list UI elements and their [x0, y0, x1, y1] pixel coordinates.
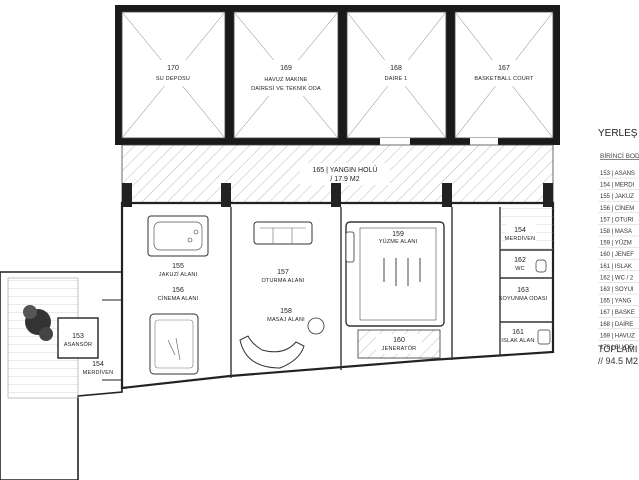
room-167: 167 BASKETBALL COURT — [454, 11, 554, 139]
room-161-name: ISLAK ALAN — [501, 338, 534, 344]
jacuzzi-icon — [147, 215, 209, 257]
legend-total-label: TOPLAMI B — [598, 344, 639, 354]
room-157-number: 157 — [277, 269, 289, 276]
legend-row: 158 | MASA — [600, 229, 632, 235]
toilet-icon — [535, 259, 547, 273]
legend-row: 167 | BASKE — [600, 310, 635, 316]
legend-title: YERLEŞ — [598, 128, 638, 139]
room-157-name: OTURMA ALANI — [261, 278, 304, 284]
room-162: 162 WC — [514, 257, 547, 273]
room-160: 160 JENERATÖR — [357, 329, 441, 359]
columns — [122, 183, 553, 207]
room-159-name: YÜZME ALANI — [379, 238, 418, 245]
room-167-number: 167 — [498, 65, 510, 72]
pool-icon — [345, 221, 445, 327]
room-158: 158 MASAJ ALANI — [239, 308, 325, 369]
legend-row: 155 | JAKUZ — [600, 194, 634, 200]
room-161-number: 161 — [512, 329, 524, 336]
room-170-number: 170 — [167, 65, 179, 72]
legend-subtitle: BİRİNCİ BOD — [600, 151, 639, 160]
room-156-number: 156 — [172, 287, 184, 294]
room-159: 159 YÜZME ALANI — [345, 221, 445, 327]
room-163-name: SOYUNMA ODASI — [499, 296, 548, 302]
cinema-bed-icon — [149, 313, 199, 375]
room-160-name: JENERATÖR — [382, 345, 417, 352]
room-158-number: 158 — [280, 308, 292, 315]
legend-row: 162 | WC / 2 — [600, 275, 634, 281]
left-annex: 153 ASANSÖR 154 MERDİVEN — [0, 271, 123, 480]
sofa-icon — [253, 221, 313, 245]
room-154b-number: 154 — [92, 361, 104, 368]
room-154-left: 154 MERDİVEN — [83, 361, 114, 376]
room-155: 155 JAKUZİ ALANI — [147, 215, 209, 278]
room-169: 169 HAVUZ MAKİNE DAİRESİ VE TEKNİK ODA — [233, 11, 339, 139]
corridor-165-area: / 17.9 M2 — [330, 176, 359, 183]
room-158-name: MASAJ ALANI — [267, 317, 305, 323]
room-168: 168 DAİRE 1 — [346, 11, 447, 139]
room-154-right: 154 MERDİVEN — [500, 207, 553, 250]
legend-row: 159 | YÜZM — [600, 240, 632, 247]
room-162-name: WC — [515, 266, 525, 272]
room-155-number: 155 — [172, 263, 184, 270]
room-170-name: SU DEPOSU — [156, 76, 190, 82]
legend-row: 153 | ASANS — [600, 171, 635, 177]
shower-icon — [537, 329, 551, 345]
legend-row: 160 | JENEF — [600, 252, 634, 258]
room-153: 153 ASANSÖR — [57, 317, 99, 359]
room-167-name: BASKETBALL COURT — [474, 76, 534, 82]
legend-row: 157 | OTURI — [600, 217, 634, 223]
legend-row: 170 | SU DE — [600, 345, 633, 351]
legend-total-value: // 94.5 M2 — [598, 356, 638, 366]
room-159-number: 159 — [392, 231, 404, 238]
room-163-number: 163 — [517, 287, 529, 294]
room-154a-number: 154 — [514, 227, 526, 234]
room-153-number: 153 — [72, 333, 84, 340]
legend-row: 156 | CİNEM — [600, 205, 634, 212]
corridor-165-label: 165 | YANGIN HOLÜ — [313, 166, 378, 174]
room-169-name: HAVUZ MAKİNE — [264, 76, 307, 83]
room-160-number: 160 — [393, 337, 405, 344]
room-169-number: 169 — [280, 65, 292, 72]
legend-row: 161 | ISLAK — [600, 264, 632, 270]
legend-row: 168 | DAİRE — [600, 321, 633, 328]
legend-row: 163 | SOYUI — [600, 287, 634, 293]
room-168-name: DAİRE 1 — [385, 75, 408, 82]
room-162-number: 162 — [514, 257, 526, 264]
room-155-name: JAKUZİ ALANI — [159, 271, 198, 278]
room-170: 170 SU DEPOSU — [121, 11, 226, 139]
legend-row: 169 | HAVUZ — [600, 333, 635, 339]
legend-row: 154 | MERDI — [600, 183, 635, 189]
room-153-name: ASANSÖR — [64, 341, 92, 348]
legend-rows: 153 | ASANS 154 | MERDI 155 | JAKUZ 156 | C… — [598, 171, 639, 353]
room-168-number: 168 — [390, 65, 402, 72]
room-154b-name: MERDİVEN — [83, 369, 114, 376]
room-154a-name: MERDİVEN — [505, 235, 536, 242]
room-163: 163 SOYUNMA ODASI — [499, 287, 548, 302]
round-table-icon — [307, 317, 325, 335]
room-157: 157 OTURMA ALANI — [253, 221, 313, 284]
room-156: 156 CİNEMA ALANI — [149, 287, 199, 375]
massage-lounger-icon — [239, 335, 305, 369]
room-161: 161 ISLAK ALAN — [501, 329, 551, 345]
legend: YERLEŞ BİRİNCİ BOD 153 | ASANS 154 | MERD… — [598, 128, 639, 366]
legend-row: 165 | YANG — [600, 299, 632, 305]
room-156-name: CİNEMA ALANI — [158, 295, 199, 302]
room-169-name-line2: DAİRESİ VE TEKNİK ODA — [251, 85, 321, 92]
